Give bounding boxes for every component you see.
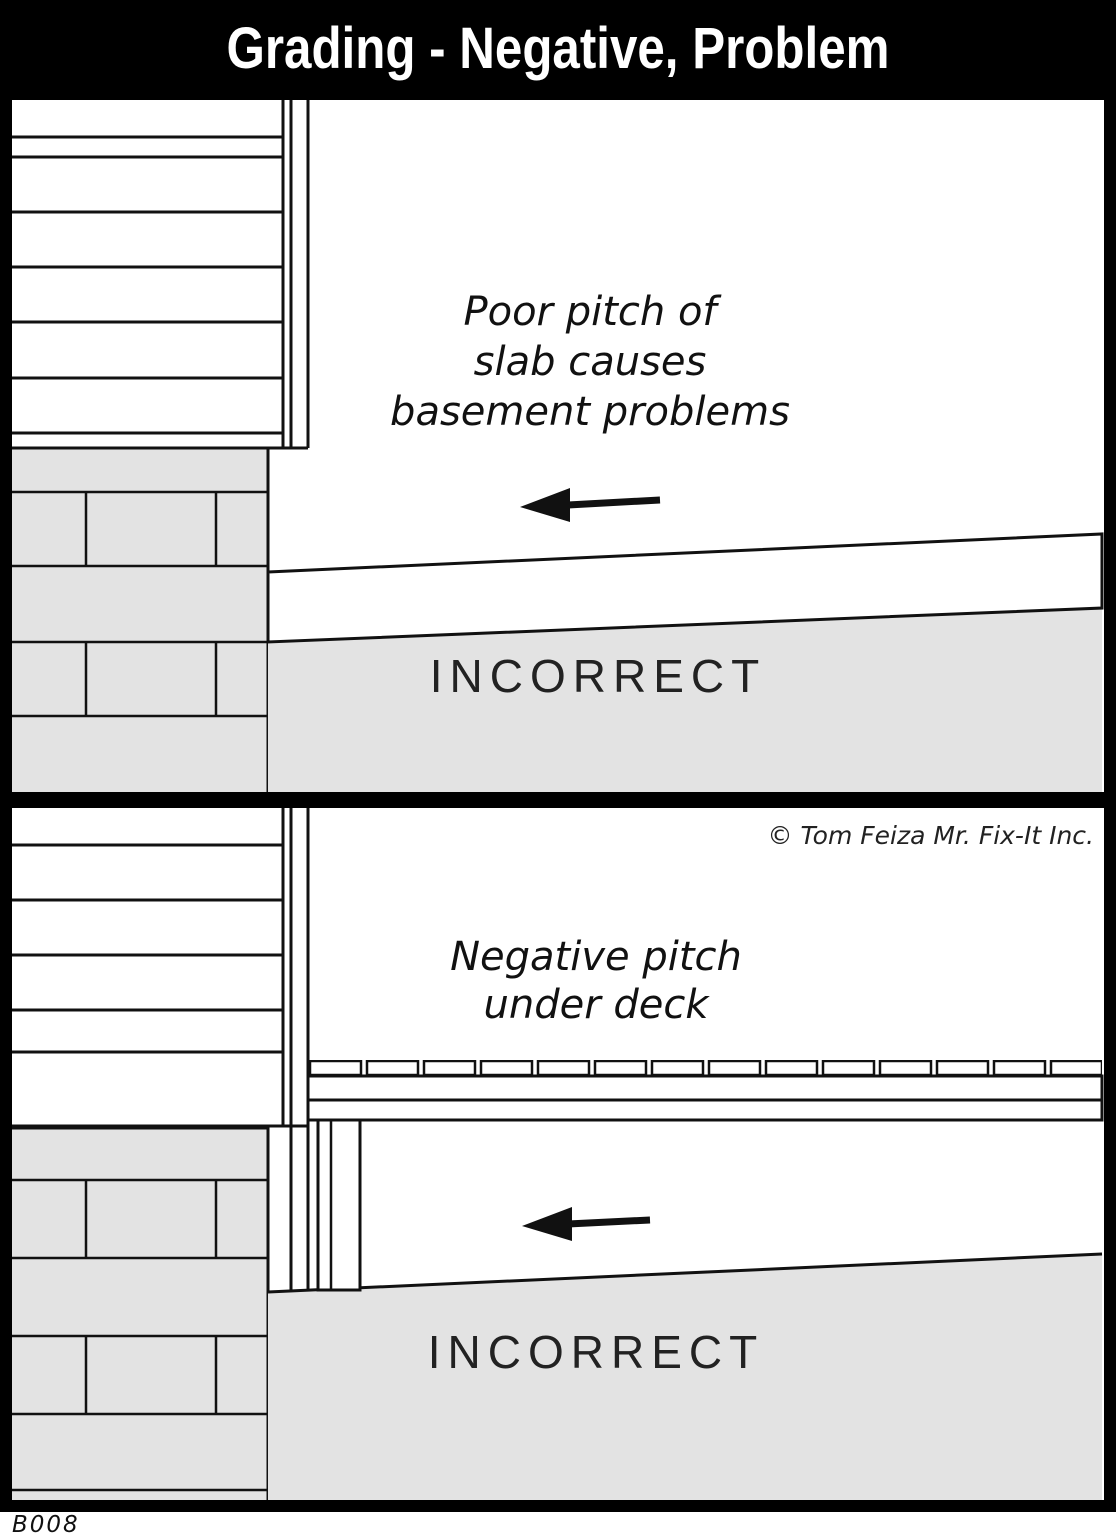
house-siding — [10, 806, 285, 1126]
grade-line — [267, 1252, 1103, 1294]
house-siding — [10, 98, 285, 448]
caption-line: Negative pitch — [450, 934, 742, 980]
figure-code: B008 — [12, 1512, 80, 1538]
arrow-left-icon — [522, 1207, 651, 1241]
incorrect-label: INCORRECT — [430, 650, 766, 702]
caption-line: basement problems — [390, 389, 790, 435]
block-joints — [10, 490, 268, 718]
footer: B008 — [0, 1512, 1116, 1538]
deck-fascia — [306, 1098, 1104, 1122]
panel-negative-pitch-deck: © Tom Feiza Mr. Fix-It Inc. Negative pit… — [8, 804, 1108, 1504]
caption-line: Poor pitch of — [463, 289, 722, 335]
panel-poor-slab-pitch: Poor pitch of slab causes basement probl… — [8, 96, 1108, 796]
panel-border — [8, 96, 1108, 796]
deck-rim-joist — [306, 1074, 1104, 1102]
block-joints — [10, 1178, 268, 1492]
corner-trim — [10, 98, 310, 450]
incorrect-label: INCORRECT — [428, 1326, 764, 1378]
arrow-left-icon — [520, 488, 661, 522]
concrete-slab — [266, 532, 1104, 644]
page-title: Grading - Negative, Problem — [226, 15, 890, 81]
panel-border — [8, 804, 1108, 1504]
copyright-text: © Tom Feiza Mr. Fix-It Inc. — [768, 821, 1094, 850]
caption-line: under deck — [483, 982, 710, 1028]
deck-post — [316, 1118, 362, 1292]
caption-line: slab causes — [474, 339, 707, 385]
ground-fill — [268, 608, 1102, 794]
title-bar: Grading - Negative, Problem — [0, 0, 1116, 96]
ground-fill — [268, 1254, 1102, 1502]
foundation-wall — [8, 1126, 270, 1504]
foundation-wall — [8, 446, 270, 796]
deck-boards — [308, 1060, 1102, 1076]
